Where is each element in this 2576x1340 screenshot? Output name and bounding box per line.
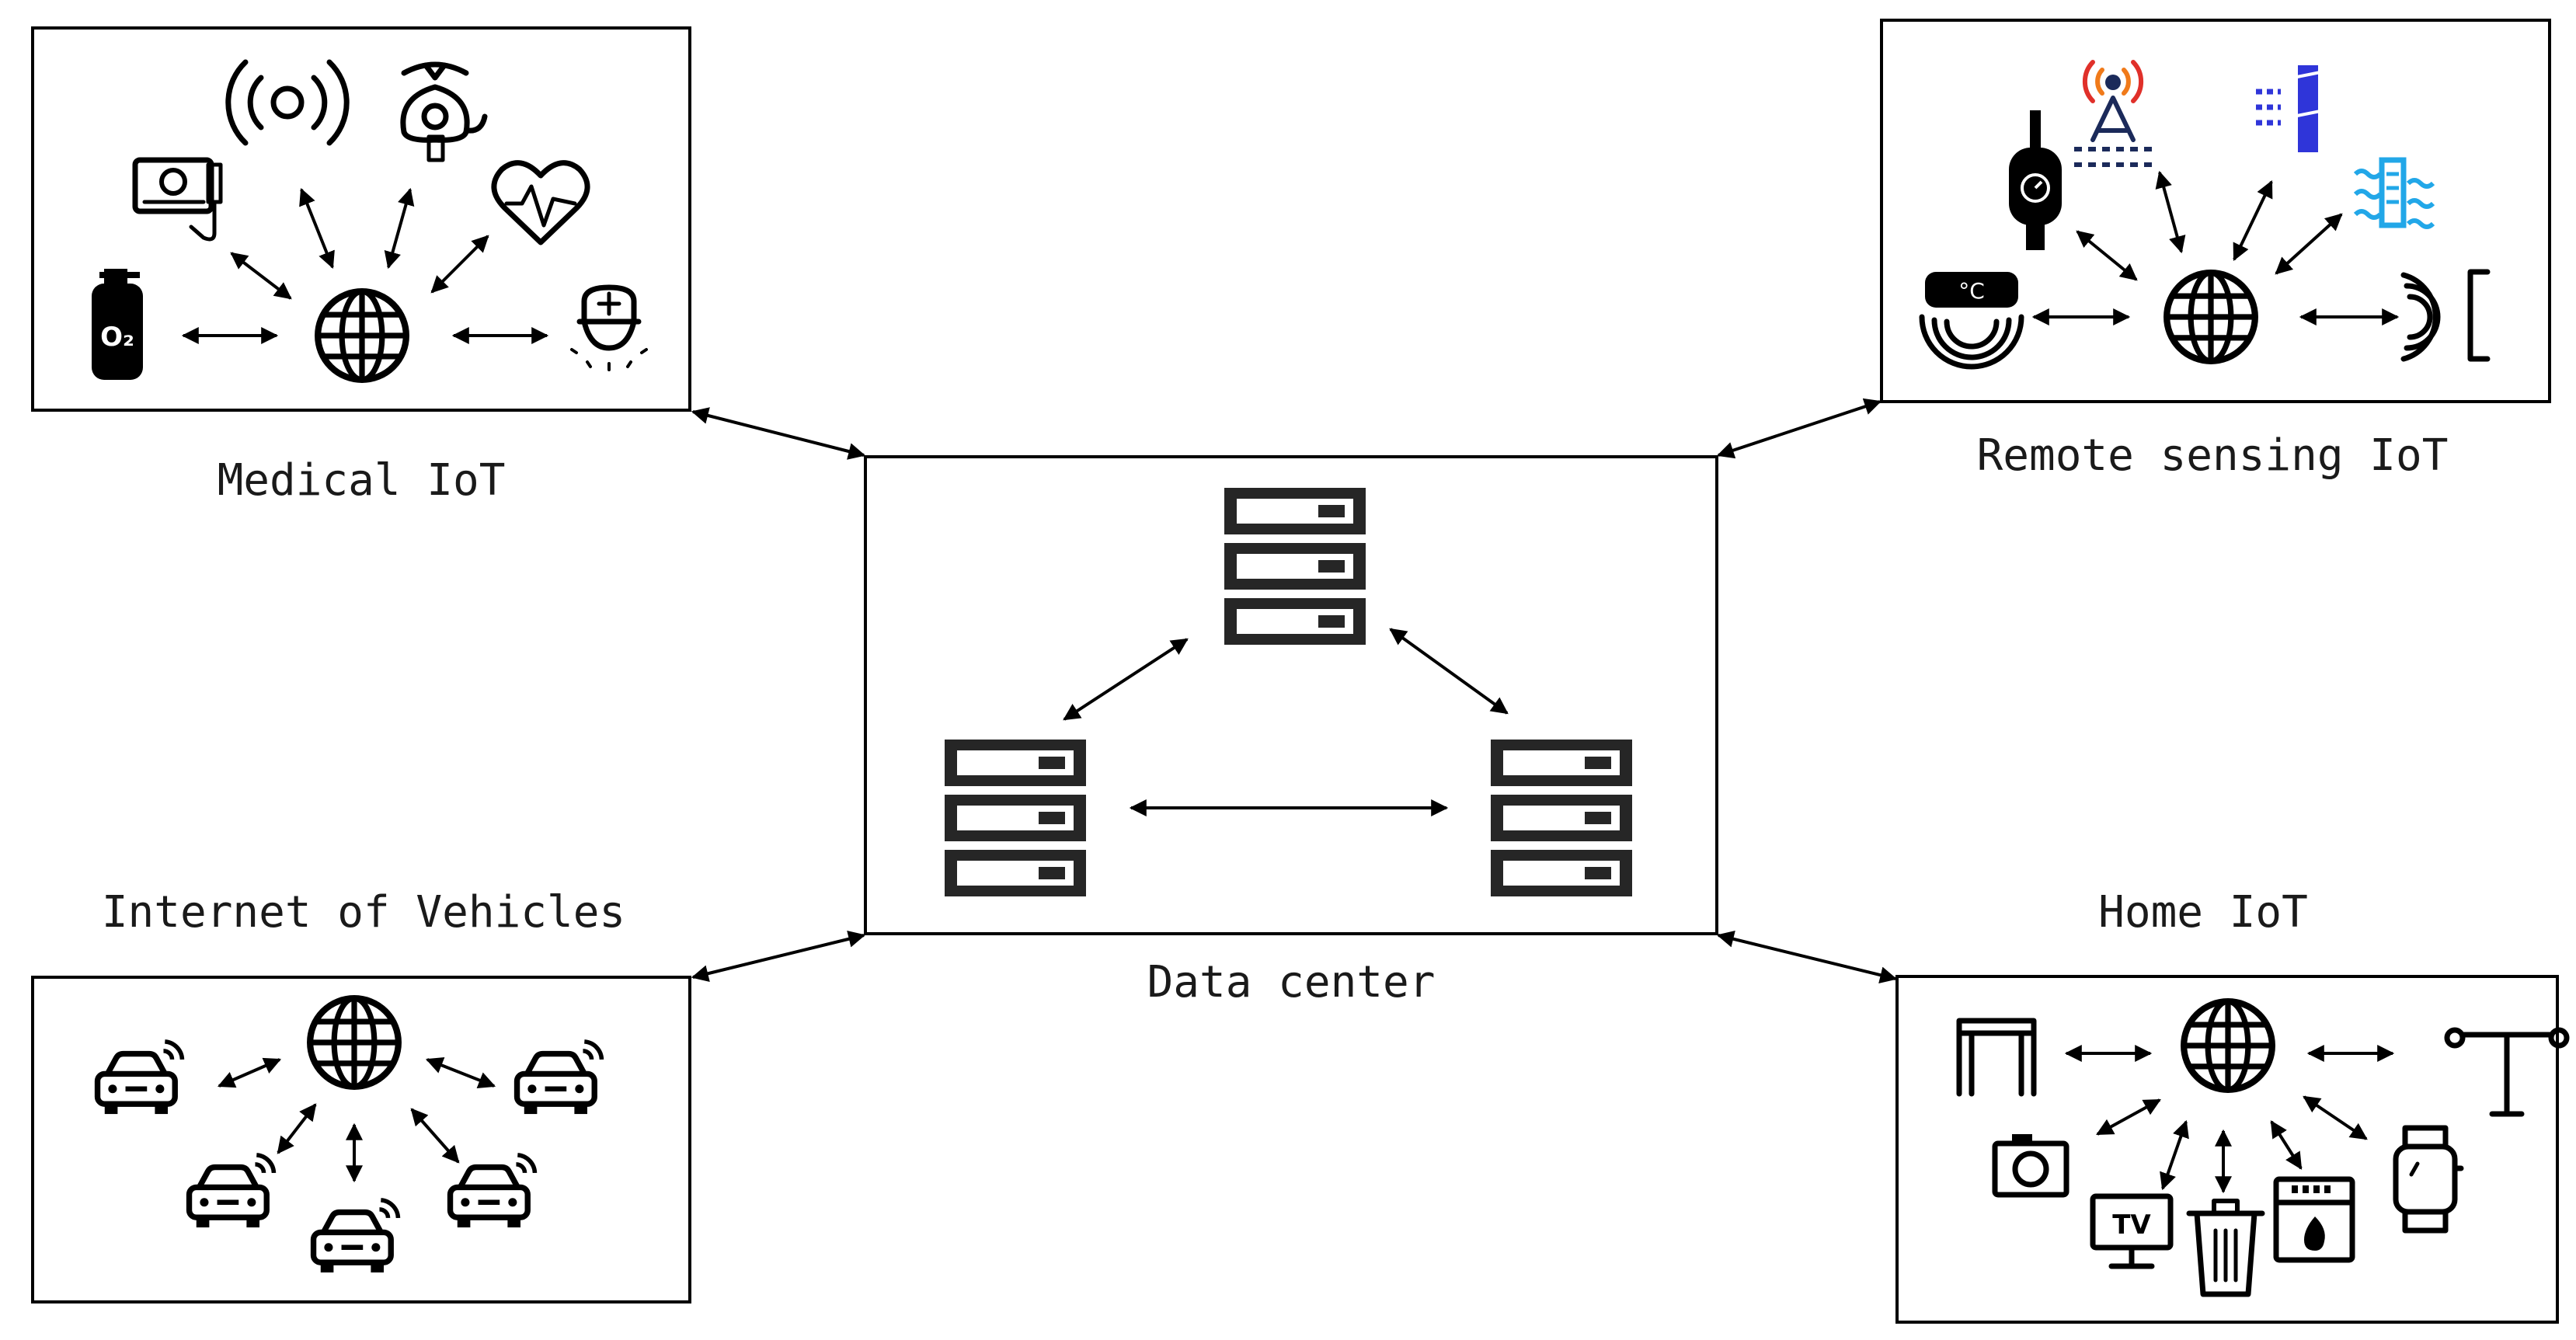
vehicle-links (217, 1057, 496, 1183)
vehicles-content (98, 998, 602, 1272)
remote-links (2031, 170, 2400, 325)
home-link (1716, 931, 1898, 983)
globe-icon (2184, 1001, 2272, 1090)
distance-sensor-icon (2400, 269, 2491, 362)
home-iot-label: Home IoT (2098, 887, 2308, 938)
medical-iot-label: Medical IoT (218, 455, 506, 506)
globe-icon (2167, 273, 2255, 361)
server-icon (1224, 488, 1366, 645)
nurse-cap-icon (570, 284, 648, 371)
svg-text:TV: TV (2112, 1209, 2151, 1241)
monitor-device-icon (132, 157, 223, 242)
remote-link (1716, 398, 1882, 459)
svg-text:°C: °C (1958, 278, 1985, 304)
remote-sensing-content: °C (1919, 60, 2491, 370)
home-links (2064, 1045, 2395, 1194)
server-icon (945, 740, 1086, 896)
vehicles-label: Internet of Vehicles (102, 887, 625, 938)
signal-waves-icon (225, 59, 350, 146)
temperature-sensor-icon: °C (1919, 272, 2024, 370)
camera-icon (1992, 1134, 2070, 1198)
medical-links (181, 187, 549, 344)
thermometer-probe-icon (2009, 110, 2062, 250)
oven-icon (2273, 1176, 2355, 1263)
vehicles-box (31, 976, 691, 1303)
server-link (1063, 638, 1189, 721)
globe-icon (318, 291, 406, 380)
svg-text:O₂: O₂ (100, 322, 134, 353)
remote-sensing-label: Remote sensing IoT (1977, 430, 2449, 481)
home-iot-content: TV (1956, 1001, 2570, 1297)
water-level-icon (2353, 157, 2435, 229)
smartwatch-icon (2393, 1125, 2464, 1234)
server-icon (1491, 740, 1632, 896)
region-connections (691, 398, 1898, 983)
trash-can-icon (2186, 1199, 2265, 1297)
heart-rate-icon (491, 160, 590, 245)
medical-iot-content: O₂ (92, 59, 648, 380)
tv-icon: TV (2090, 1193, 2174, 1269)
server-link (1389, 628, 1509, 715)
vehicles-link (691, 931, 866, 982)
laser-sensor-icon (2256, 65, 2325, 152)
medical-link (691, 407, 866, 460)
antenna-tower-icon (2074, 60, 2152, 167)
street-lamp-icon (2444, 1027, 2570, 1117)
oxygen-tank-icon: O₂ (92, 269, 143, 380)
globe-icon (310, 998, 399, 1087)
data-center-content (945, 488, 1632, 896)
door-icon (1956, 1018, 2037, 1097)
breathing-mask-icon (400, 61, 488, 162)
data-center-label: Data center (1147, 957, 1436, 1008)
